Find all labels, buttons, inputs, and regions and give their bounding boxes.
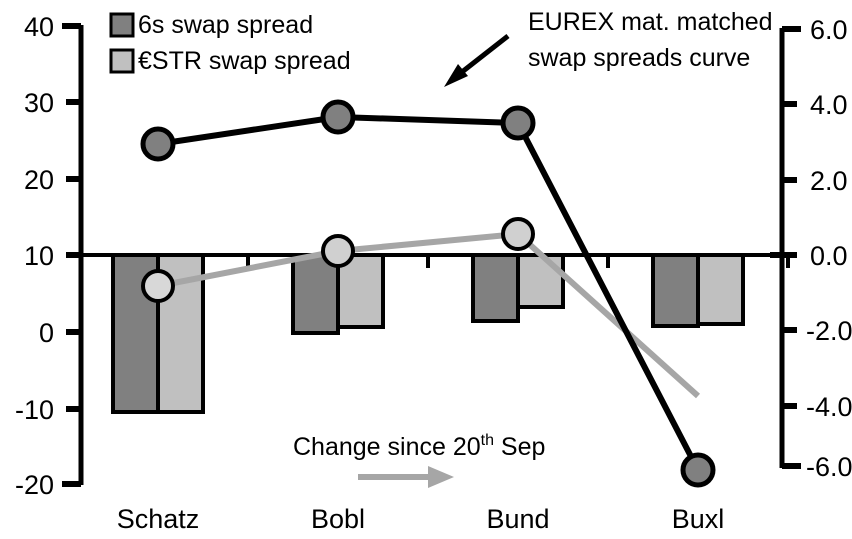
category-label-buxl: Buxl	[672, 504, 725, 534]
left-axis-label-30: 30	[24, 88, 54, 118]
legend-label-estr: €STR swap spread	[138, 47, 351, 75]
right-axis-label-0: 0.0	[810, 241, 848, 271]
legend-swatch-estr	[109, 48, 135, 74]
category-label-schatz: Schatz	[117, 504, 200, 534]
bar-group-bund	[471, 253, 565, 323]
marker-eurex-buxl	[680, 452, 716, 488]
right-axis-label-2: 2.0	[810, 166, 848, 196]
left-axis-label-20: 20	[24, 165, 54, 195]
left-axis-label-minus10: -10	[15, 395, 54, 425]
eurex-annotation-line2: swap spreads curve	[528, 44, 750, 72]
marker-eurex-bund	[500, 105, 536, 141]
right-axis: 6.0 4.0 2.0 0.0 -2.0 -4.0 -6.0	[770, 15, 852, 482]
category-axis-labels: Schatz Bobl Bund Buxl	[117, 504, 725, 534]
marker-eurex-bobl	[320, 99, 356, 135]
change-annotation: Change since 20th Sep	[293, 432, 545, 488]
change-annotation-text-after: Sep	[494, 433, 545, 461]
left-axis: 40 30 20 10 0 -10 -20	[15, 12, 84, 500]
left-axis-label-40: 40	[24, 12, 54, 42]
marker-change-schatz	[141, 269, 175, 303]
bar-bobl-6s	[291, 253, 340, 335]
line-series-eurex-curve	[140, 99, 716, 488]
marker-change-bobl	[321, 234, 355, 268]
marker-eurex-schatz	[140, 126, 176, 162]
category-label-bund: Bund	[486, 504, 549, 534]
category-label-bobl: Bobl	[311, 504, 365, 534]
right-axis-label-minus6: -6.0	[806, 452, 852, 482]
marker-change-bund	[501, 217, 535, 251]
bar-buxl-6s	[651, 253, 700, 328]
change-annotation-text: Change since 20th Sep	[293, 432, 545, 461]
legend-swatch-6s	[109, 12, 135, 38]
right-axis-label-6: 6.0	[810, 15, 848, 45]
eurex-annotation-line1: EUREX mat. matched	[528, 8, 773, 36]
line-eurex-path	[157, 113, 701, 472]
eurex-annotation: EUREX mat. matched swap spreads curve	[444, 8, 773, 87]
change-annotation-text-before: Change since 20	[293, 433, 481, 461]
left-axis-label-minus20: -20	[15, 470, 54, 500]
line-series-change-since	[141, 217, 701, 399]
eurex-annotation-arrow-head-icon	[444, 64, 468, 87]
bar-group-bobl	[291, 253, 385, 335]
baseline-category-ticks	[246, 255, 790, 268]
bar-bund-6s	[471, 253, 520, 323]
legend-label-6s: 6s swap spread	[138, 11, 313, 39]
left-axis-label-10: 10	[24, 241, 54, 271]
legend: 6s swap spread €STR swap spread	[109, 11, 351, 75]
change-annotation-arrow-head-icon	[428, 466, 454, 488]
line-change-since-path	[157, 230, 701, 399]
right-axis-label-minus2: -2.0	[806, 316, 852, 346]
right-axis-label-minus4: -4.0	[806, 392, 852, 422]
change-annotation-superscript: th	[481, 432, 494, 449]
left-axis-label-0: 0	[39, 318, 54, 348]
bar-bund-estr	[516, 253, 565, 309]
bar-bobl-estr	[336, 253, 385, 329]
bar-group-buxl	[651, 253, 745, 328]
bar-buxl-estr	[696, 253, 745, 326]
right-axis-label-4: 4.0	[810, 90, 848, 120]
